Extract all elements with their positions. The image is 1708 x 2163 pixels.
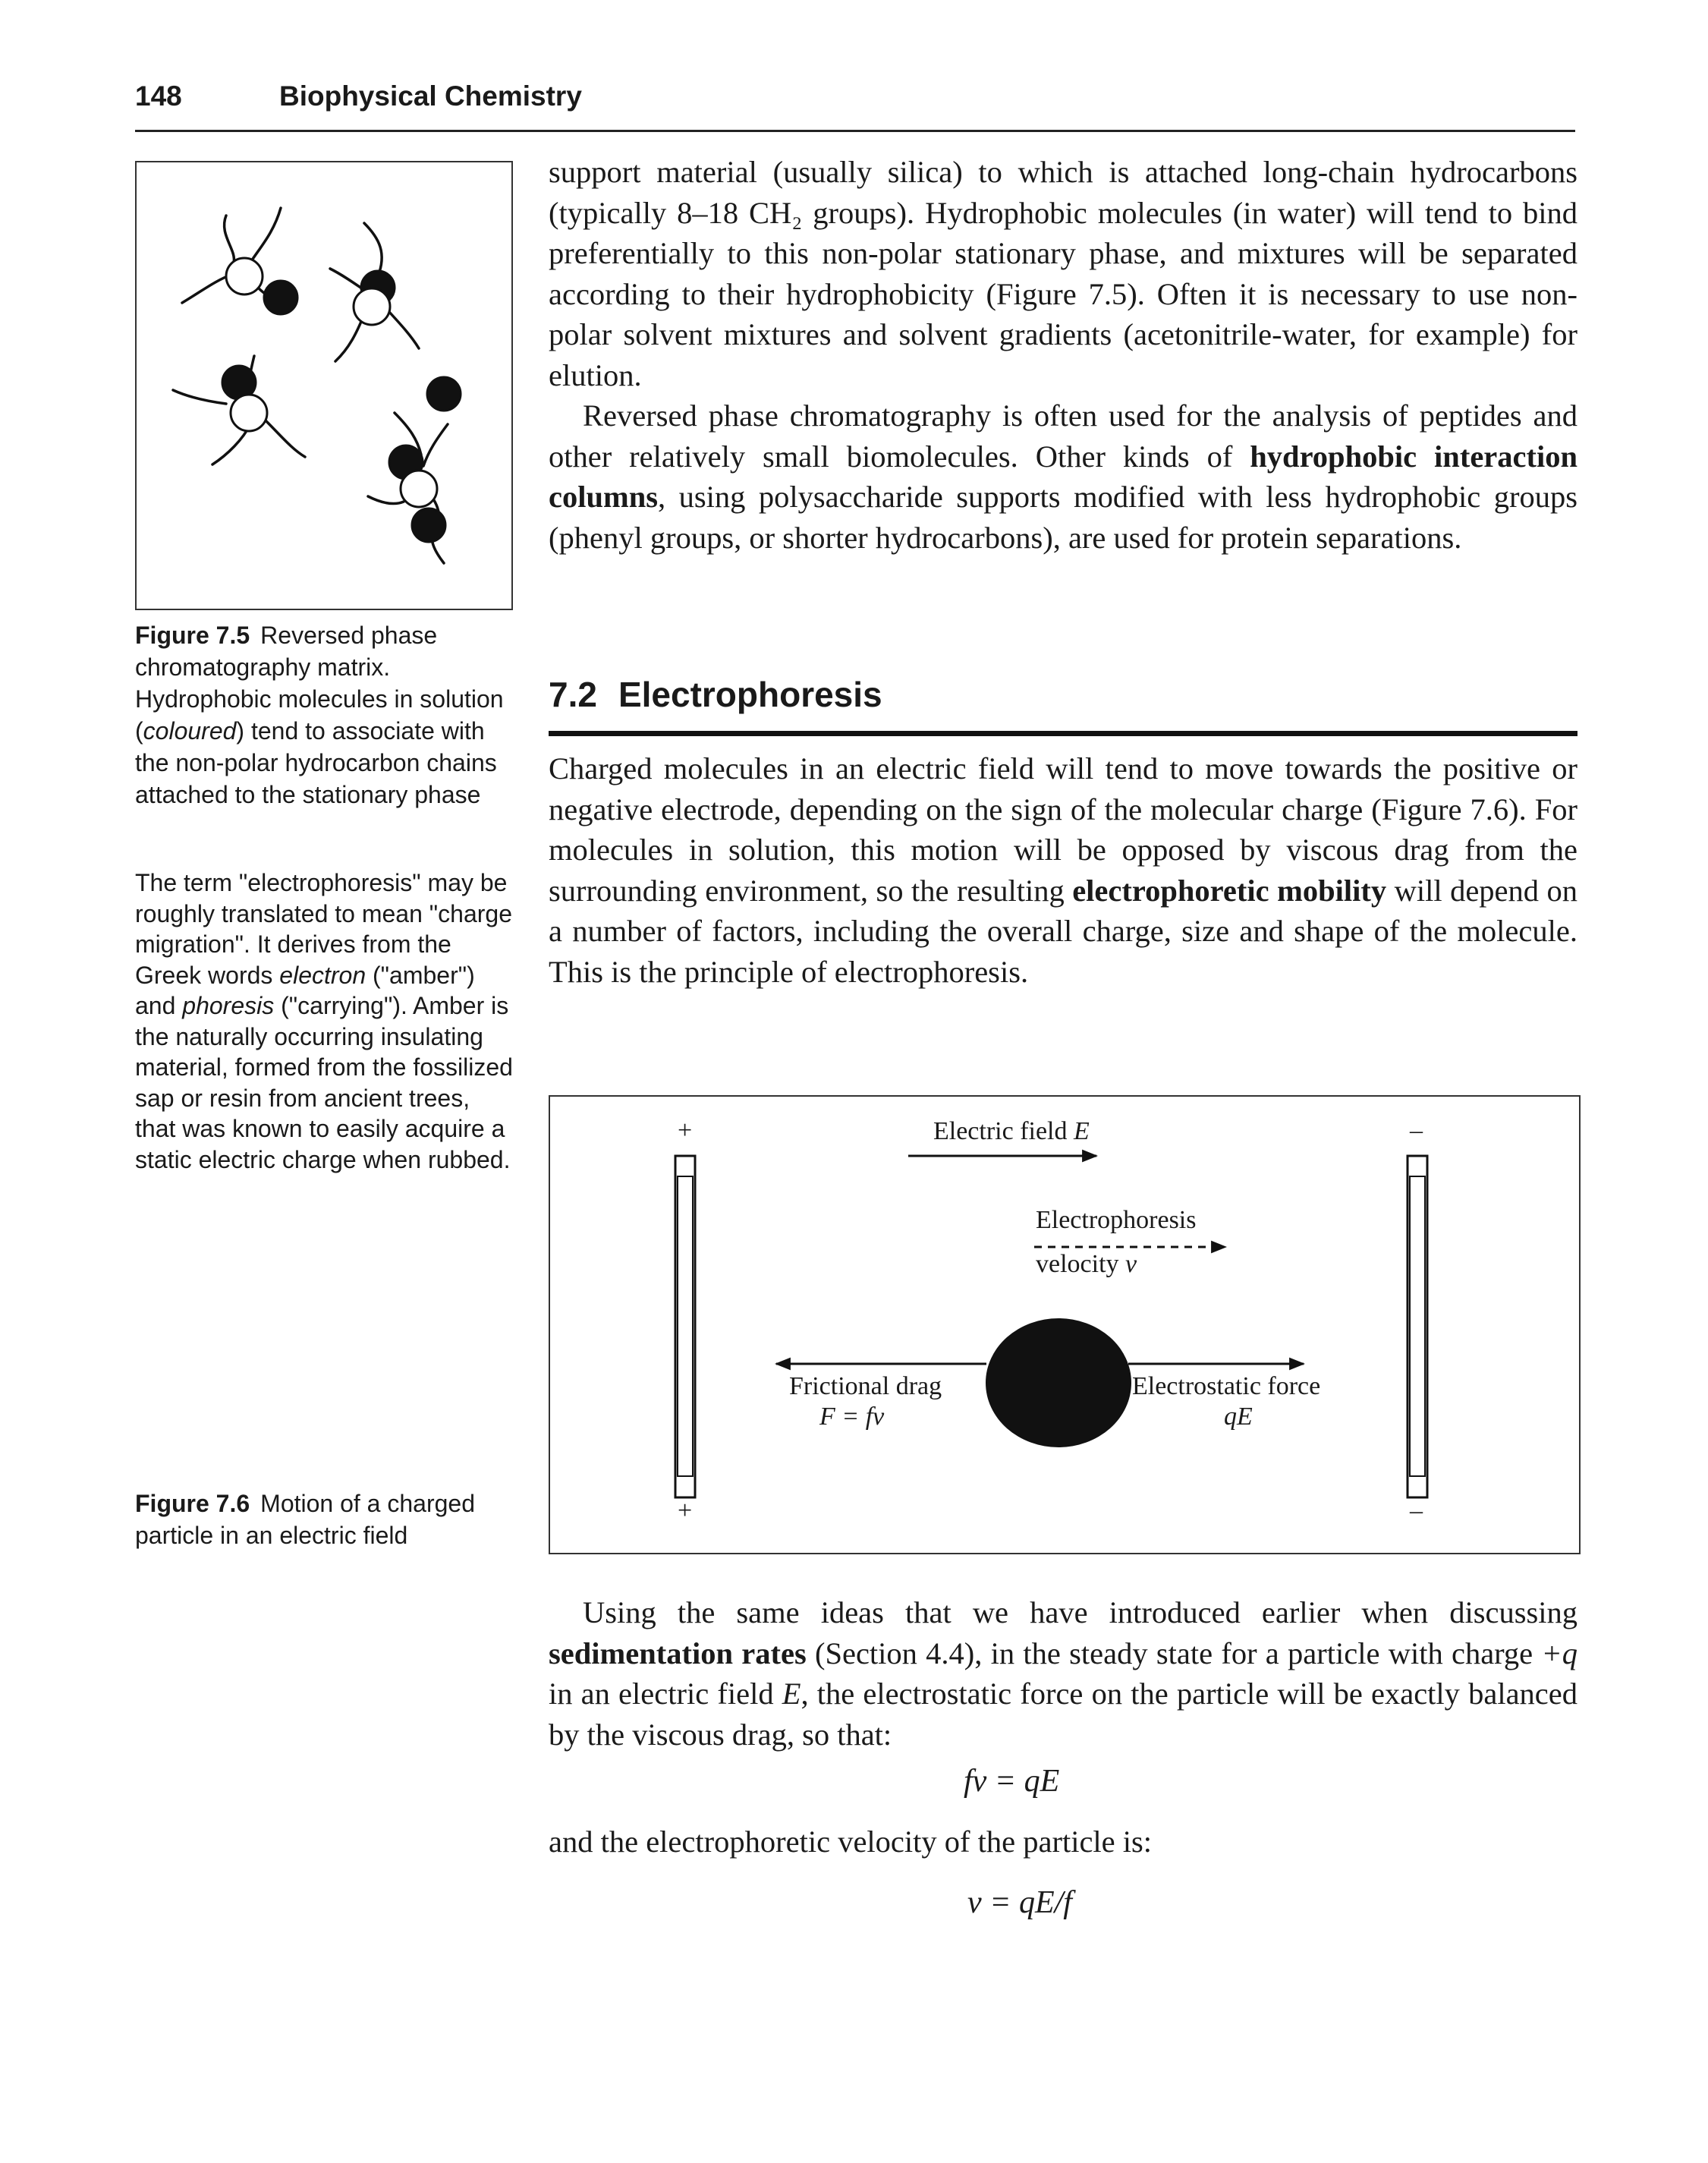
plus-sign: + [678, 1497, 693, 1525]
plus-sign: + [678, 1116, 693, 1144]
force-formula: qE [1224, 1403, 1253, 1431]
velocity-label-line-2: velocity v [1036, 1250, 1137, 1278]
section-paragraph-1: Charged molecules in an electric field w… [549, 751, 1577, 989]
section-paragraph-2: Using the same ideas that we have introd… [549, 1595, 1578, 1752]
negative-electrode [1406, 1154, 1429, 1499]
force-label: Electrostatic force [1132, 1372, 1321, 1400]
section-rule [549, 731, 1577, 736]
field-label: Electric field E [933, 1117, 1090, 1145]
running-title: Biophysical Chemistry [279, 80, 582, 112]
minus-sign: – [1410, 1497, 1423, 1525]
figure-label: Figure 7.6 [135, 1490, 250, 1517]
minus-sign: – [1410, 1116, 1423, 1144]
drag-label: Frictional drag [789, 1372, 942, 1400]
key-term: hydrophobic interaction columns [549, 439, 1578, 515]
section-title: Electrophoresis [618, 675, 882, 714]
margin-note: The term "electrophoresis" may be roughl… [135, 869, 513, 1173]
figure-7-5-illustration [135, 161, 513, 610]
velocity-label: Electrophoresis [1036, 1206, 1197, 1234]
reversed-phase-matrix-diagram [171, 206, 462, 565]
section-number: 7.2 [549, 675, 597, 714]
electrophoresis-diagram [674, 1149, 1429, 1499]
intro-paragraph-2: Reversed phase chromatography is often u… [549, 398, 1578, 555]
equation-1: fv = qE [964, 1764, 1060, 1799]
figure-7-6-illustration: + + – – Electric field E Electrophoresis… [549, 1095, 1581, 1554]
section-paragraph-3: and the electrophoretic velocity of the … [549, 1825, 1153, 1859]
positive-electrode [674, 1154, 697, 1499]
section-heading: 7.2 Electrophoresis [549, 674, 882, 715]
intro-paragraph-1: support material (usually silica) to whi… [549, 155, 1577, 392]
drag-formula: F = fv [819, 1403, 885, 1431]
figure-label: Figure 7.5 [135, 622, 250, 649]
key-term: electrophoretic mobility [1072, 873, 1387, 908]
page-number: 148 [135, 80, 182, 112]
header-rule [135, 130, 1575, 132]
charged-particle [986, 1318, 1131, 1447]
intro-text: support material (usually silica) to whi… [549, 152, 1577, 558]
equation-2: v = qE/f [967, 1885, 1072, 1920]
key-term: sedimentation rates [549, 1636, 807, 1670]
